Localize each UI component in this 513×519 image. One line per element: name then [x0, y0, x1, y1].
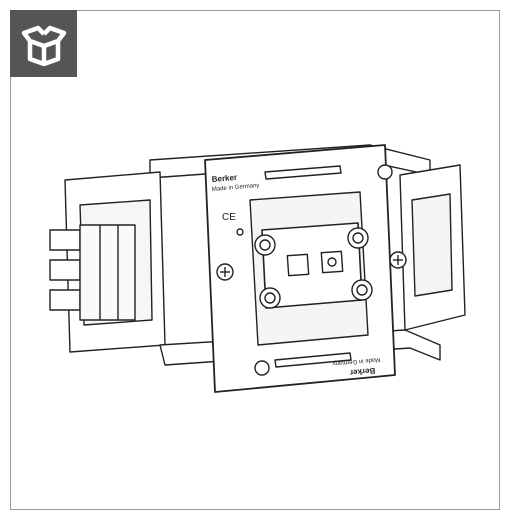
mounting-screw-right	[389, 251, 407, 269]
terminal-screw	[351, 279, 373, 301]
ce-mark: CE	[222, 212, 236, 223]
terminal-screw	[259, 287, 281, 309]
terminal-block	[49, 224, 136, 321]
origin-label: Made in Germany	[212, 183, 260, 193]
packaging-badge	[10, 10, 77, 77]
open-box-icon	[21, 25, 66, 66]
brand-label-inverted: Berker	[350, 366, 376, 377]
mounting-screw-left	[216, 263, 234, 281]
terminal-screw	[254, 234, 276, 256]
switch-insert-drawing: Berker Made in Germany CE Berker Made in…	[49, 144, 466, 393]
origin-label-inverted: Made in Germany	[332, 356, 380, 366]
brand-label: Berker	[211, 173, 237, 184]
terminal-screw	[347, 227, 369, 249]
